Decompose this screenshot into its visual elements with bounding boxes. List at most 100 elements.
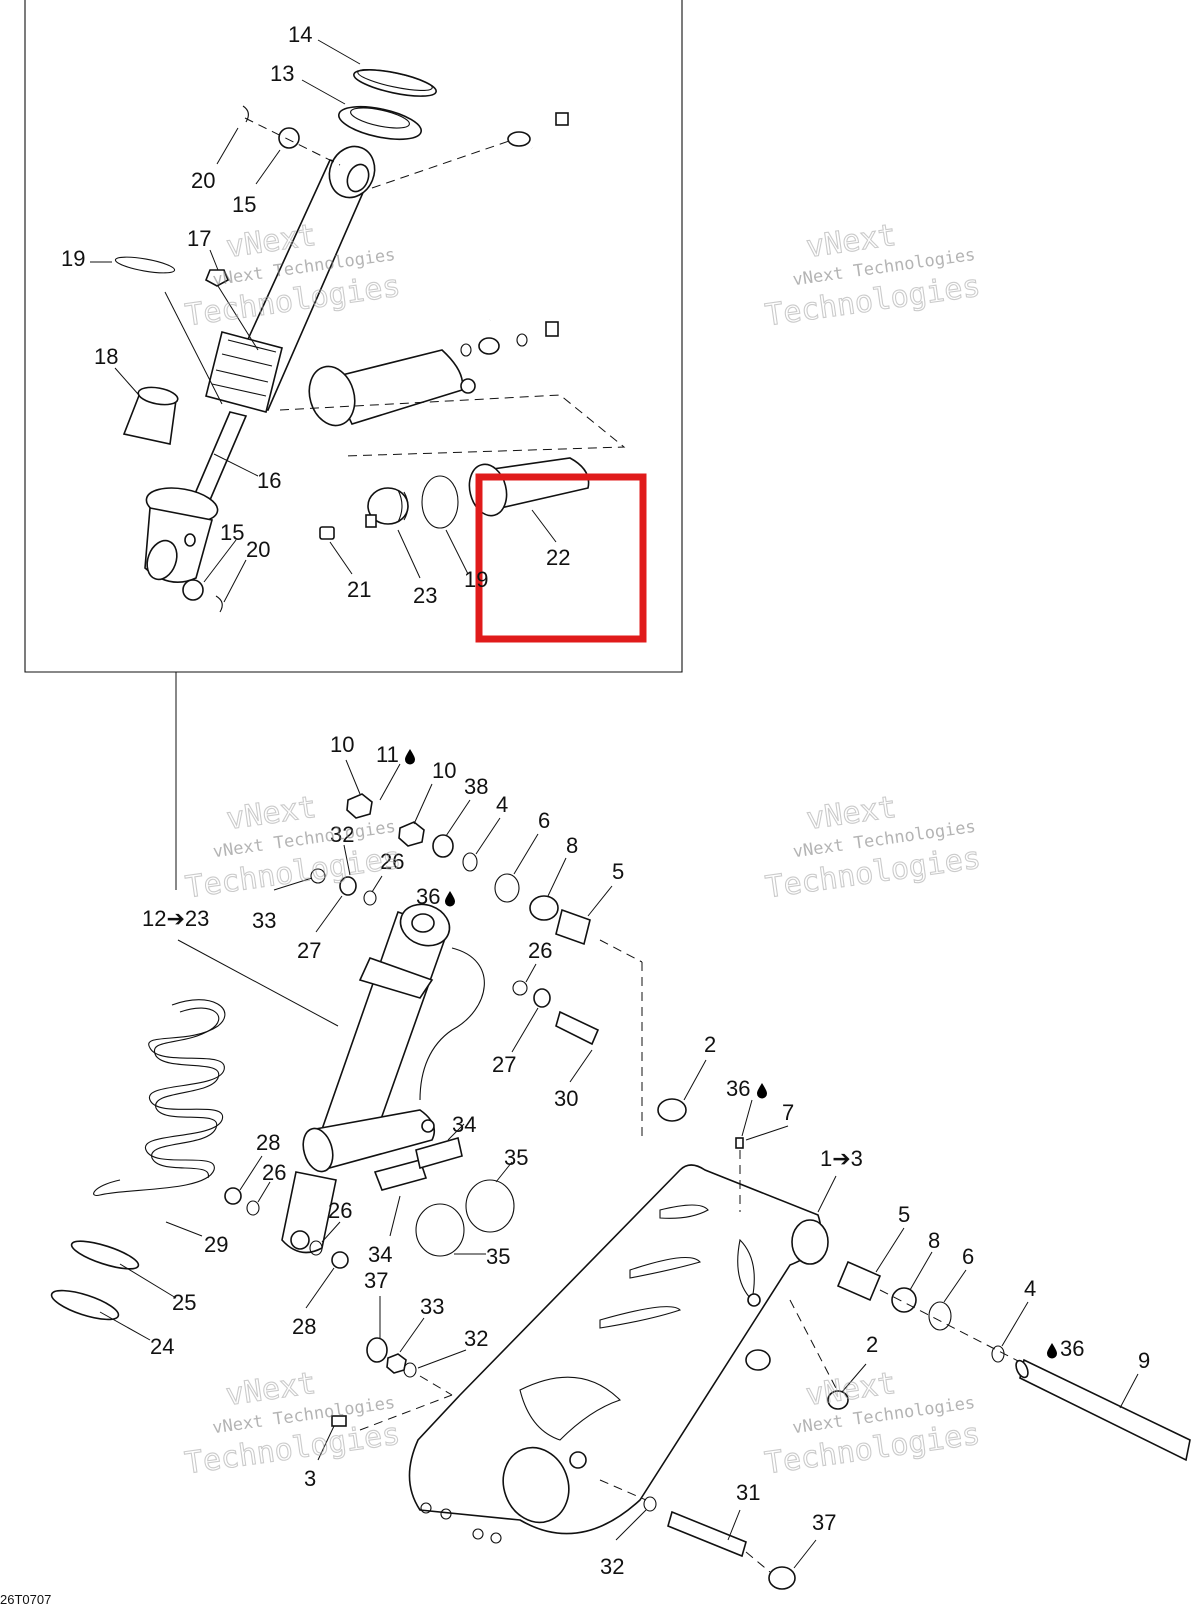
- callout-4: 4: [1024, 1276, 1036, 1301]
- washer-26-c: [246, 1200, 260, 1216]
- callout-37: 37: [812, 1510, 836, 1535]
- bearing-27-a: [339, 876, 357, 896]
- bushing-5-a: [555, 908, 591, 946]
- reservoir-body-22: [468, 457, 590, 517]
- callout-34: 34: [368, 1242, 392, 1267]
- washer-38: [432, 834, 454, 858]
- callout-24: 24: [150, 1334, 174, 1359]
- callout-3: 3: [304, 1466, 316, 1491]
- callout-18: 18: [94, 344, 118, 369]
- o-ring-6-b: [928, 1301, 952, 1331]
- callout-6: 6: [962, 1244, 974, 1269]
- callout-4: 4: [496, 792, 508, 817]
- callout-33: 33: [252, 908, 276, 933]
- bearing-8-a: [529, 895, 559, 921]
- washer-26-d: [309, 1240, 323, 1256]
- callout-32: 32: [330, 822, 354, 847]
- leader-lines: [90, 39, 1139, 1569]
- clamp-35-a: [415, 1203, 465, 1257]
- callout-29: 29: [204, 1232, 228, 1257]
- coil-spring-29: [93, 999, 226, 1197]
- ring-19: [114, 256, 176, 274]
- spring-seat-13: [338, 105, 422, 141]
- callout-28: 28: [256, 1130, 280, 1155]
- spring-seat-24: [50, 1289, 120, 1321]
- callout-2: 2: [704, 1032, 716, 1057]
- callout-19: 19: [464, 567, 488, 592]
- clamp-35-b: [465, 1179, 515, 1233]
- callout-26: 26: [262, 1160, 286, 1185]
- callout-33: 33: [420, 1294, 444, 1319]
- bearing-27-b: [533, 988, 551, 1008]
- guard-34-b: [415, 1136, 463, 1170]
- bushing-5-b: [836, 1260, 882, 1302]
- bushing-15-upper: [278, 127, 300, 149]
- callout-27: 27: [492, 1052, 516, 1077]
- washer-26-b: [512, 980, 528, 996]
- nut-33-b: [386, 1353, 407, 1374]
- clip-20-lower: [215, 595, 223, 613]
- callout-19: 19: [61, 246, 85, 271]
- fluid-drop-icon: [1047, 1343, 1057, 1359]
- watermark-bottom-left: vNext vNext Technologies Technologies: [182, 1365, 403, 1482]
- callout-23: 23: [413, 583, 437, 608]
- shaft-9: [1015, 1358, 1191, 1462]
- callout-31: 31: [736, 1480, 760, 1505]
- bolt-30: [555, 1010, 600, 1046]
- callout-13: 13: [270, 61, 294, 86]
- washer-32-c: [643, 1496, 657, 1512]
- callout-8: 8: [566, 833, 578, 858]
- callout-21: 21: [347, 577, 371, 602]
- shock-absorber-body: [144, 139, 513, 584]
- bushing-15-lower: [182, 579, 204, 601]
- callout-10: 10: [330, 732, 354, 757]
- bearing-28-b: [331, 1251, 349, 1269]
- callout-28: 28: [292, 1314, 316, 1339]
- callout-25: 25: [172, 1290, 196, 1315]
- callout-38: 38: [464, 774, 488, 799]
- callout-35: 35: [486, 1244, 510, 1269]
- callout-1-3: 1➔3: [820, 1146, 863, 1171]
- grease-fitting-7: [735, 1137, 744, 1149]
- callout-32: 32: [600, 1554, 624, 1579]
- reservoir-cylinder: [279, 349, 626, 457]
- bearing-28-a: [224, 1187, 242, 1205]
- callout-16: 16: [257, 468, 281, 493]
- shock-assembly-12-23: [281, 903, 485, 1254]
- callout-15: 15: [232, 192, 256, 217]
- main-assembly: [50, 793, 1191, 1590]
- callout-36: 36: [726, 1076, 750, 1101]
- bump-stop-18: [122, 386, 179, 445]
- o-ring-4-a: [462, 852, 478, 872]
- diagram-code: 26T0707: [0, 1592, 51, 1607]
- callout-22: 22: [546, 545, 570, 570]
- callout-37: 37: [364, 1268, 388, 1293]
- watermark-mid-right: vNext vNext Technologies Technologies: [763, 789, 984, 906]
- callout-20: 20: [246, 537, 270, 562]
- callout-34: 34: [452, 1112, 476, 1137]
- bolt-31: [667, 1510, 747, 1558]
- nut-17: [204, 269, 230, 287]
- callout-30: 30: [554, 1086, 578, 1111]
- callout-26: 26: [380, 849, 404, 874]
- clip-20-upper: [242, 105, 249, 123]
- watermark-bottom-right: vNext vNext Technologies Technologies: [762, 1365, 983, 1482]
- plug-2-b: [827, 1390, 849, 1410]
- callout-5: 5: [612, 859, 624, 884]
- callout-35: 35: [504, 1145, 528, 1170]
- callout-26: 26: [528, 938, 552, 963]
- callout-17: 17: [187, 226, 211, 251]
- spring-seat-14: [353, 68, 437, 97]
- bearing-8-b: [891, 1287, 917, 1313]
- callout-15: 15: [220, 520, 244, 545]
- callout-26: 26: [328, 1198, 352, 1223]
- callout-27: 27: [297, 938, 321, 963]
- callout-20: 20: [191, 168, 215, 193]
- piston-23: [365, 487, 409, 528]
- callout-7: 7: [782, 1100, 794, 1125]
- callout-12-23: 12➔23: [142, 906, 209, 931]
- washer-33-a: [310, 868, 326, 884]
- fluid-drop-icon: [445, 891, 455, 907]
- watermark-top-right: vNext vNext Technologies Technologies: [763, 217, 984, 334]
- callout-14: 14: [288, 22, 312, 47]
